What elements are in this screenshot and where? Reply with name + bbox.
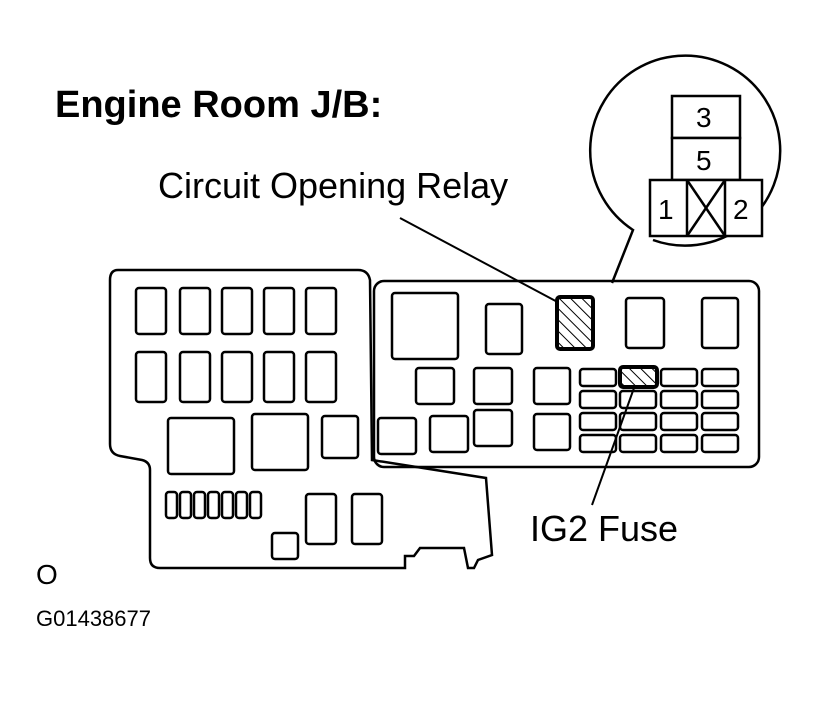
pin-label-3: 3 [696,102,712,133]
ig2-fuse-highlight [618,365,659,389]
pin-label-2: 2 [733,194,749,225]
circuit-opening-relay-highlight [555,295,595,351]
pin-label-5: 5 [696,145,712,176]
right-block-outline [372,279,761,469]
relay-leader-line [399,217,566,307]
fuse-leader-line [591,387,635,506]
left-block-outline [108,268,494,570]
connector-callout: 3 5 1 2 [588,54,782,284]
left-block-components [134,286,384,561]
circuit-opening-relay-label: Circuit Opening Relay [158,165,508,206]
right-block-components [376,291,740,456]
figure-id: G01438677 [36,606,151,631]
corner-mark: O [36,559,58,590]
diagram-title: Engine Room J/B: [55,84,382,126]
ig2-fuse-label: IG2 Fuse [530,508,678,549]
pin-label-1: 1 [658,194,674,225]
